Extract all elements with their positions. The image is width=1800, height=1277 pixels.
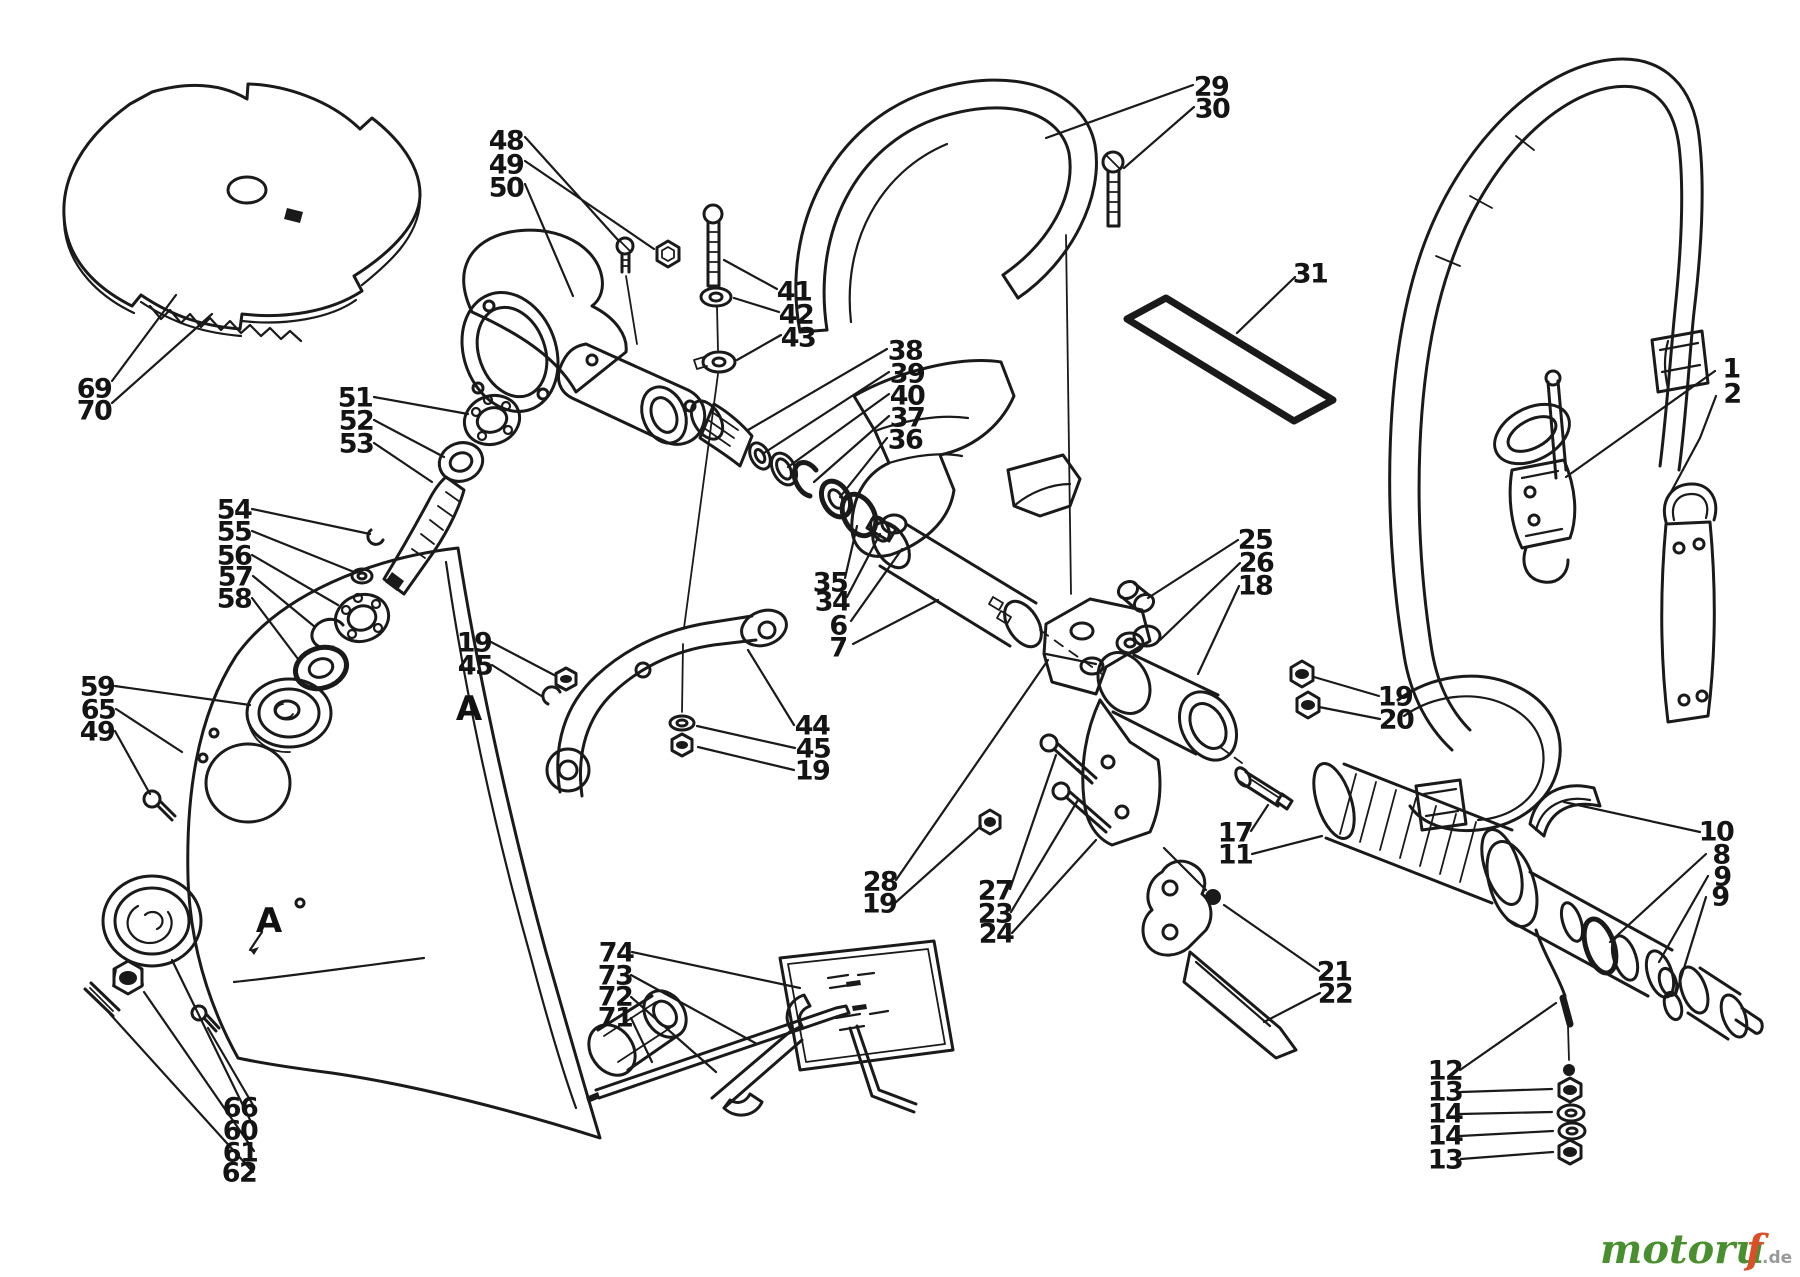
callout-18: 18 — [1238, 571, 1273, 602]
watermark: motoru f .de — [1600, 1226, 1792, 1273]
callout-65: 65 — [81, 695, 116, 726]
callout-26: 26 — [1239, 548, 1274, 579]
watermark-brand: motoru — [1600, 1226, 1764, 1273]
support-bracket — [541, 608, 788, 798]
callout-72: 72 — [598, 982, 633, 1013]
shoulder-strap — [1388, 57, 1718, 833]
callout-22: 22 — [1318, 979, 1353, 1010]
callout-40: 40 — [890, 381, 925, 412]
callout-59: 59 — [80, 672, 115, 703]
callout-8: 8 — [1712, 840, 1730, 871]
callout-43: 43 — [781, 323, 816, 354]
callout-13a: 13 — [1428, 1077, 1463, 1108]
callout-25: 25 — [1238, 525, 1273, 556]
gear-shaft-bearings — [245, 393, 522, 753]
callout-12: 12 — [1428, 1056, 1463, 1087]
callout-53: 53 — [339, 429, 374, 460]
callout-11: 11 — [1218, 840, 1253, 871]
callout-31: 31 — [1293, 259, 1328, 290]
callout-37: 37 — [890, 403, 925, 434]
alignment-markers: A A — [256, 689, 483, 941]
callout-54: 54 — [217, 495, 252, 526]
trimmer-head-parts — [83, 874, 221, 1033]
callout-29: 29 — [1194, 72, 1229, 103]
callout-2: 2 — [1723, 379, 1740, 410]
callout-70: 70 — [77, 396, 112, 427]
marker-a-bracket: A — [456, 689, 483, 729]
tool-kit — [586, 939, 955, 1117]
callout-labels: 69 70 48 49 50 41 42 43 29 30 31 38 39 4… — [77, 72, 1742, 1189]
axis-lines — [625, 234, 1570, 1061]
callout-14b: 14 — [1428, 1121, 1463, 1152]
guard-shield — [142, 546, 602, 1140]
watermark-suffix: .de — [1762, 1248, 1792, 1268]
callout-6: 6 — [829, 611, 847, 642]
saw-blade — [62, 82, 422, 343]
callout-7: 7 — [829, 633, 846, 664]
callout-55: 55 — [217, 517, 252, 548]
callout-45a: 45 — [458, 651, 493, 682]
callout-34: 34 — [815, 587, 850, 618]
callout-39: 39 — [890, 359, 925, 390]
leader-lines — [108, 83, 1718, 1174]
callout-49b: 49 — [80, 717, 115, 748]
callout-28: 28 — [863, 867, 898, 898]
throttle-cable — [1534, 928, 1587, 1166]
callout-35: 35 — [813, 568, 848, 599]
callout-45b: 45 — [796, 734, 831, 765]
callout-19c: 19 — [1378, 682, 1413, 713]
callout-42: 42 — [779, 300, 814, 331]
callout-38: 38 — [888, 336, 923, 367]
callout-51: 51 — [338, 383, 373, 414]
callout-60: 60 — [223, 1116, 258, 1147]
callout-19b: 19 — [795, 756, 830, 787]
callout-1: 1 — [1722, 354, 1739, 385]
callout-48: 48 — [489, 126, 524, 157]
throttle-lever — [1141, 846, 1298, 1060]
callout-50: 50 — [489, 173, 524, 204]
gasket-strip — [1123, 294, 1337, 425]
callout-20: 20 — [1379, 705, 1414, 736]
callout-14a: 14 — [1428, 1099, 1463, 1130]
marker-a-shield: A — [256, 901, 283, 941]
callout-10: 10 — [1699, 817, 1734, 848]
callout-19d: 19 — [862, 889, 897, 920]
callout-58: 58 — [217, 584, 252, 615]
callout-71: 71 — [598, 1003, 633, 1034]
callout-62: 62 — [222, 1158, 257, 1189]
callout-24: 24 — [979, 919, 1014, 950]
callout-73: 73 — [598, 961, 633, 992]
callout-13b: 13 — [1428, 1145, 1463, 1176]
callout-57: 57 — [218, 562, 253, 593]
callout-17: 17 — [1218, 818, 1253, 849]
callout-36: 36 — [888, 425, 923, 456]
callout-9a: 9 — [1713, 862, 1731, 893]
callout-44: 44 — [795, 711, 830, 742]
callout-56: 56 — [217, 541, 252, 572]
callout-30: 30 — [1195, 94, 1230, 125]
callout-19a: 19 — [457, 628, 492, 659]
callout-21: 21 — [1317, 957, 1352, 988]
callout-52: 52 — [339, 406, 374, 437]
clutch-drum-assembly — [1039, 579, 1321, 847]
callout-23: 23 — [978, 899, 1013, 930]
callout-9b: 9 — [1711, 882, 1729, 913]
callout-66: 66 — [223, 1093, 258, 1124]
callout-49: 49 — [489, 150, 524, 181]
callout-27: 27 — [978, 876, 1013, 907]
callout-74: 74 — [599, 938, 634, 969]
front-handle — [794, 78, 1125, 558]
callout-61: 61 — [223, 1138, 258, 1169]
callout-69: 69 — [77, 374, 112, 405]
callout-41: 41 — [777, 277, 812, 308]
